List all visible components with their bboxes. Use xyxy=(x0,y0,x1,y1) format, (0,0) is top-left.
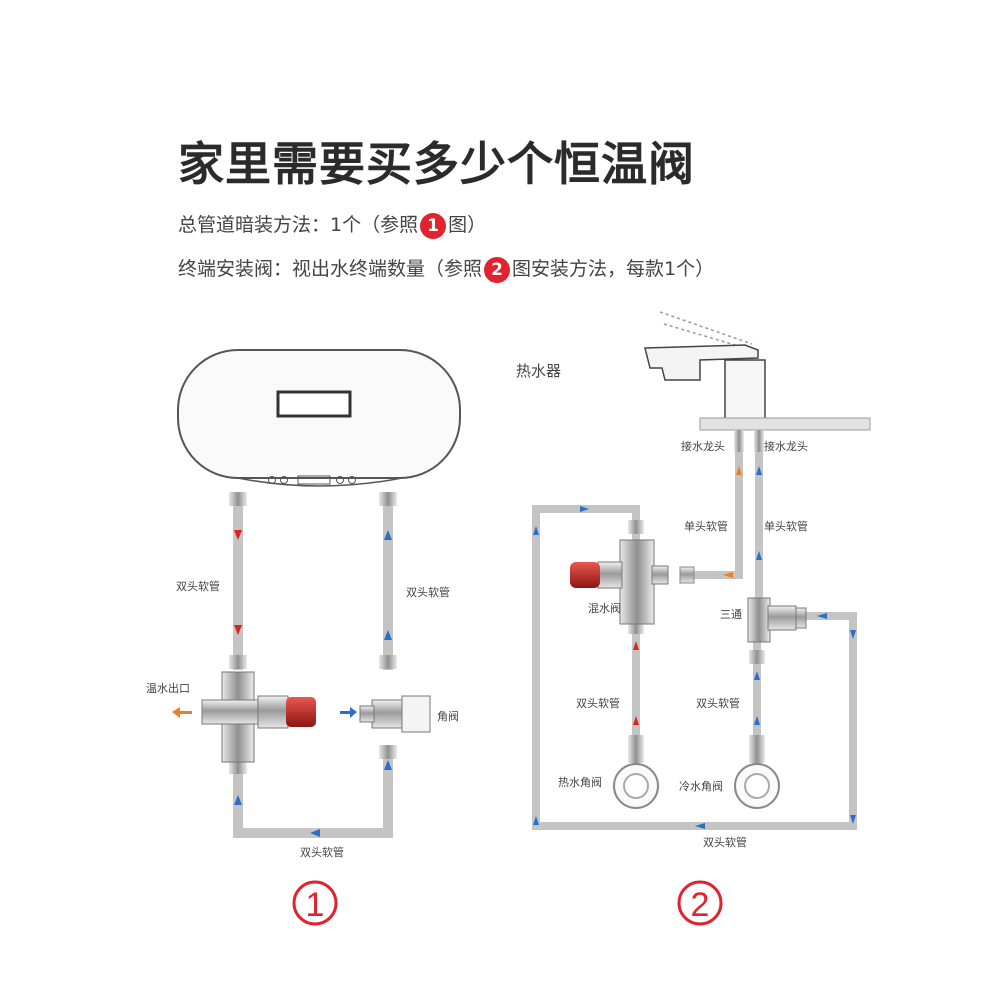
mixing-valve-label: 混水阀 xyxy=(588,601,621,615)
cold-angle-valve xyxy=(734,763,780,809)
hot-angle-valve-label: 热水角阀 xyxy=(558,775,602,789)
angle-valve-1 xyxy=(359,695,431,733)
circle-number-2: 2 xyxy=(484,256,511,283)
instruction-2-suffix: 图安装方法，每款1个） xyxy=(512,258,715,280)
single-hose-left-label: 单头软管 xyxy=(684,519,728,533)
warm-outlet-label: 温水出口 xyxy=(146,681,190,695)
water-heater-label: 热水器 xyxy=(516,362,561,380)
mixing-valve xyxy=(570,539,669,625)
diagram-2-badge xyxy=(677,880,723,926)
instruction-2-text: 终端安装阀：视出水终端数量（参照 xyxy=(178,258,483,280)
water-heater xyxy=(177,349,461,487)
instruction-1-text: 总管道暗装方法：1个（参照 xyxy=(178,214,419,236)
circle-number-1: 1 xyxy=(420,212,447,239)
thermostatic-valve xyxy=(201,671,316,763)
hose-right-label-2: 双头软管 xyxy=(696,696,740,710)
faucet xyxy=(644,311,871,431)
hose-label-right-1: 双头软管 xyxy=(406,585,450,599)
faucet-connector-left-label: 接水龙头 xyxy=(681,440,725,453)
single-hose-right-label: 单头软管 xyxy=(764,519,808,533)
hose-label-left-1: 双头软管 xyxy=(176,579,220,593)
diagram-1: 双头软管 双头软管 温水出口 角阀 双头软管 1 xyxy=(146,349,461,926)
diagram-1-badge-number: 1 xyxy=(306,886,325,924)
tee-label: 三通 xyxy=(720,608,742,621)
cold-angle-valve-label: 冷水角阀 xyxy=(679,779,723,793)
hose-left-label-2: 双头软管 xyxy=(576,696,620,710)
angle-valve-label: 角阀 xyxy=(437,709,459,723)
diagram-2-badge-number: 2 xyxy=(691,886,710,924)
page-title: 家里需要买多少个恒温阀 xyxy=(178,137,695,191)
faucet-connector-right-label: 接水龙头 xyxy=(764,440,808,453)
flow-arrows-2 xyxy=(533,466,856,829)
hose-bottom-label-2: 双头软管 xyxy=(703,835,747,849)
pipes-2 xyxy=(532,430,857,830)
tee-fitting xyxy=(747,597,807,643)
hot-angle-valve xyxy=(613,763,659,809)
hose-label-bottom-1: 双头软管 xyxy=(300,845,344,859)
diagram-2: 热水器 xyxy=(516,311,871,926)
flow-arrows-1 xyxy=(172,530,392,837)
instruction-1-suffix: 图） xyxy=(448,214,487,236)
diagram-1-badge xyxy=(292,880,338,926)
pipes-1 xyxy=(229,492,397,838)
